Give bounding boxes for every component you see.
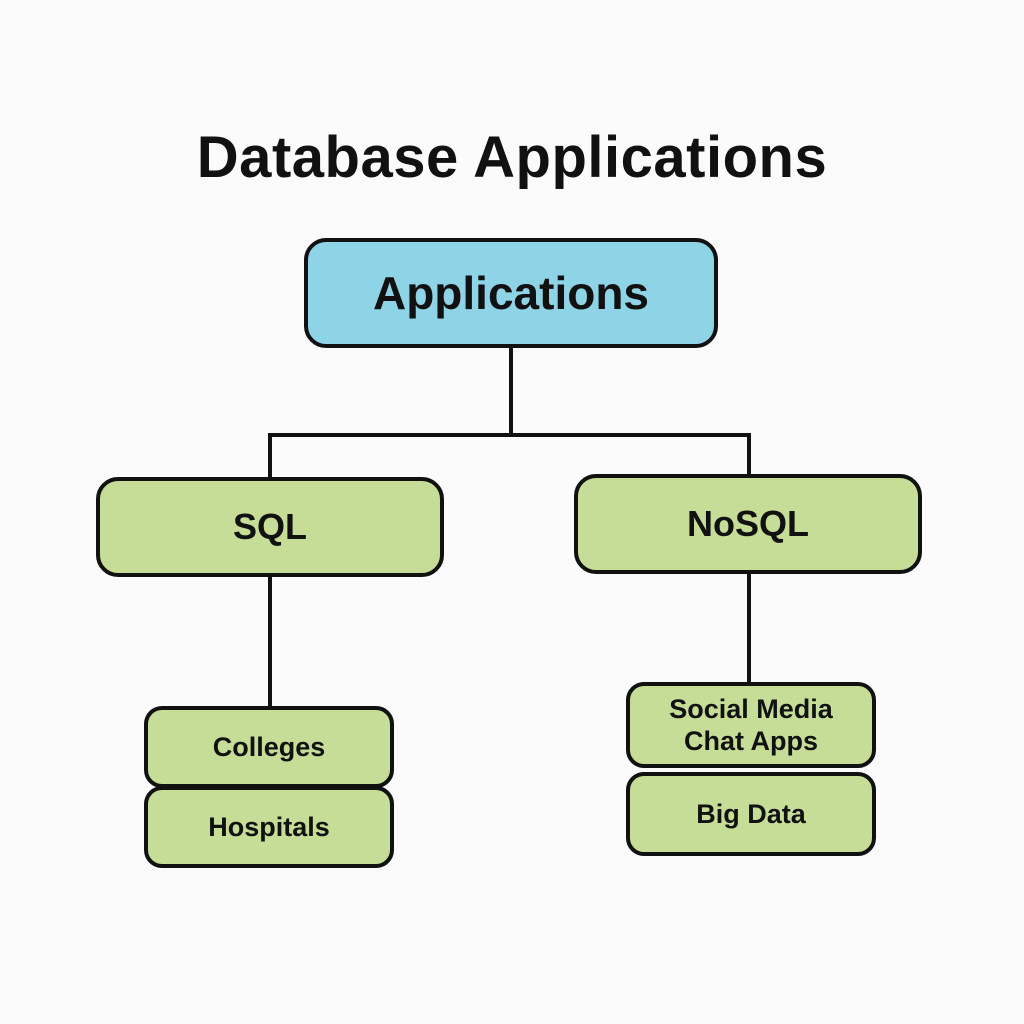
big-data-node: Big Data	[626, 772, 876, 856]
colleges-node-label: Colleges	[212, 732, 326, 762]
social-media-chat-apps-node-label: Social Media Chat Apps	[669, 694, 833, 756]
applications-node: Applications	[304, 238, 718, 348]
nosql-node: NoSQL	[574, 474, 922, 574]
colleges-node: Colleges	[144, 706, 394, 788]
social-media-chat-apps-node: Social Media Chat Apps	[626, 682, 876, 768]
diagram-title: Database Applications	[196, 125, 828, 190]
hospitals-node-label: Hospitals	[208, 812, 330, 842]
sql-node-label: SQL	[232, 506, 307, 547]
big-data-node-label: Big Data	[696, 799, 806, 829]
nosql-node-label: NoSQL	[687, 503, 809, 544]
sql-node: SQL	[96, 477, 444, 577]
applications-node-label: Applications	[372, 267, 650, 319]
hospitals-node: Hospitals	[144, 786, 394, 868]
